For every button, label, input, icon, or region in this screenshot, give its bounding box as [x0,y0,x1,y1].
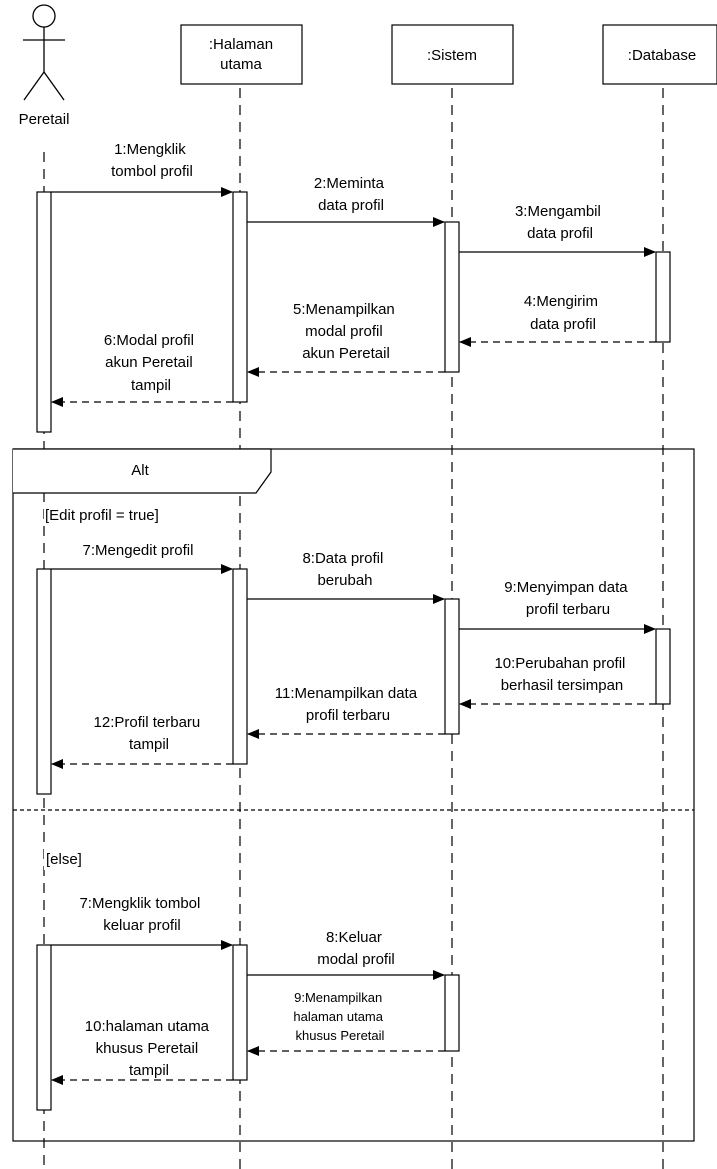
label-line: keluar profil [103,917,181,934]
label-line: 9:Menyimpan data [504,579,628,596]
label-line: halaman utama [293,1009,383,1024]
label-line: 2:Meminta [314,175,385,192]
guard-bg [44,504,186,525]
label-line: tombol profil [111,163,193,180]
message-label-6: 6:Modal profil akun Peretail tampil [104,332,198,394]
label-line: khusus Peretail [296,1028,385,1043]
label-line: data profil [318,197,384,214]
activation-bar [232,944,248,1081]
fragment-label-box [13,448,272,494]
participant-box [391,24,514,85]
label-line: profil terbaru [526,601,610,618]
label-line: 3:Mengambil [515,203,601,220]
message-label-alt-8: 8:Data profil berubah [302,550,387,589]
message-label-else-9: 9:Menampilkan halaman utama khusus Peret… [293,990,386,1043]
message-label-alt-10: 10:Perubahan profil berhasil tersimpan [494,655,629,694]
label-line: berubah [317,572,372,589]
participant-database: :Database [602,24,717,85]
label-line: 9:Menampilkan [294,990,382,1005]
actor-peretail: Peretail [19,4,70,128]
message-label-alt-11: 11:Menampilkan data profil terbaru [275,685,421,724]
label-line: modal profil [305,323,383,340]
participant-label-line2: utama [220,56,262,73]
alt-fragment: Alt [Edit profil = true] [else] [12,448,695,1142]
label-line: profil terbaru [306,707,390,724]
label-line: 6:Modal profil [104,332,194,349]
actor-head [32,4,56,28]
activation-bar [232,191,248,403]
activation-bar [36,191,52,433]
label-line: berhasil tersimpan [501,677,624,694]
guard-bg [44,849,94,870]
label-line: 7:Mengklik tombol [79,895,200,912]
participant-box [180,24,303,85]
participant-label: :Sistem [427,47,477,64]
message-label-alt-12: 12:Profil terbaru tampil [94,714,205,753]
message-label-3: 3:Mengambil data profil [515,203,605,242]
message-label-1: 1:Mengklik tombol profil [111,141,193,180]
label-line: data profil [530,316,596,333]
label-line: tampil [129,736,169,753]
label-line: khusus Peretail [96,1040,199,1057]
label-line: 11:Menampilkan data [275,685,418,702]
message-label-alt-9: 9:Menyimpan data profil terbaru [504,579,632,618]
label-line: 8:Data profil [302,550,383,567]
activation-bar [444,598,460,735]
label-line: akun Peretail [302,345,390,362]
label-line: tampil [131,377,171,394]
activation-bar [655,251,671,343]
participant-sistem: :Sistem [391,24,514,85]
label-line: 10:halaman utama [85,1018,210,1035]
activation-bar [444,221,460,373]
label-line: 7:Mengedit profil [83,542,194,559]
message-label-else-10: 10:halaman utama khusus Peretail tampil [85,1018,213,1079]
label-line: 12:Profil terbaru [94,714,201,731]
fragment-frame [12,448,695,1142]
activation-bar [36,568,52,795]
guard-else: [else] [46,851,82,868]
label-line: data profil [527,225,593,242]
message-label-2: 2:Meminta data profil [314,175,388,214]
fragment-label: Alt [131,462,149,479]
label-line: akun Peretail [105,354,193,371]
label-line: 8:Keluar [326,929,382,946]
actor-left-leg [23,71,45,101]
label-line: 1:Mengklik [114,141,186,158]
participant-label: :Database [628,47,696,64]
message-label-else-7: 7:Mengklik tombol keluar profil [79,895,204,934]
activation-bar [655,628,671,705]
label-line: tampil [129,1062,169,1079]
actor-label: Peretail [19,111,70,128]
message-label-alt-7: 7:Mengedit profil [83,542,194,559]
participant-halaman-utama: :Halaman utama [180,24,303,85]
message-label-5: 5:Menampilkan modal profil akun Peretail [293,301,399,362]
label-line: modal profil [317,951,395,968]
activation-bar [444,974,460,1052]
label-line: 10:Perubahan profil [494,655,625,672]
label-line: 5:Menampilkan [293,301,395,318]
message-label-4: 4:Mengirim data profil [524,293,602,333]
participant-label-line1: :Halaman [209,36,273,53]
activation-bar [232,568,248,765]
participant-box [602,24,717,85]
guard-edit-profil: [Edit profil = true] [45,507,159,524]
actor-right-leg [43,71,65,101]
activation-bar [36,944,52,1111]
message-label-else-8: 8:Keluar modal profil [317,929,395,968]
label-line: 4:Mengirim [524,293,598,310]
